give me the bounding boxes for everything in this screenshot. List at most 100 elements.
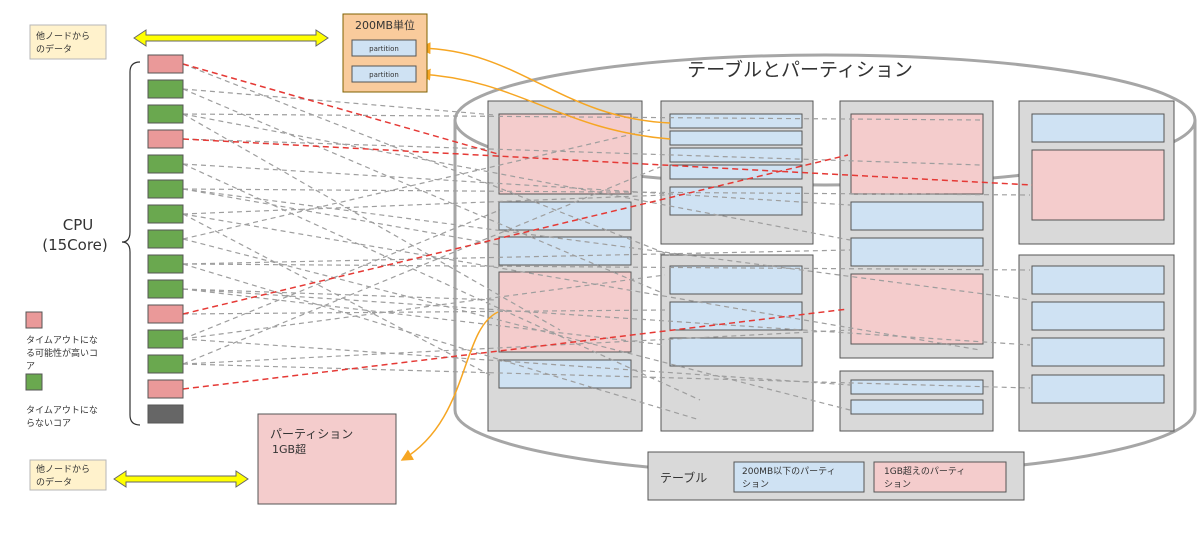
gray-connection-13 — [182, 263, 1031, 271]
note-top-line-2: のデータ — [36, 43, 72, 55]
small-partition-7-3 — [1031, 337, 1165, 367]
note-bottom-line-1: 他ノードから — [36, 463, 90, 475]
cpu-label: CPU — [63, 216, 94, 234]
cpu-core-10 — [147, 279, 184, 299]
orange-arrows — [400, 42, 671, 461]
other-node-note-top: 他ノードから のデータ — [29, 24, 107, 60]
large-partition-4-4 — [850, 273, 984, 345]
gray-connection-3 — [182, 113, 981, 121]
gray-connection-6 — [182, 163, 701, 401]
gray-connection-24 — [182, 263, 701, 421]
legend-left: タイムアウトにな る可能性が高いコ ア タイムアウトにな らないコア — [25, 311, 98, 429]
connection-lines — [182, 63, 1033, 421]
gray-connection-28 — [182, 288, 496, 301]
legend-bottom: テーブル 200MB以下のパーティ ション 1GB超えのパーティ ション — [647, 451, 1025, 501]
big-partition-box: パーティション 1GB超 — [257, 413, 397, 505]
small-partition-2-4 — [669, 164, 803, 180]
cpu-core-9 — [147, 254, 184, 274]
large-partition-1-1 — [498, 113, 632, 195]
table-title: テーブルとパーティション — [687, 58, 913, 81]
cpu-core-13 — [147, 354, 184, 374]
small-partition-4-3 — [850, 237, 984, 267]
gray-connection-26 — [182, 329, 851, 365]
unit-box-title: 200MB単位 — [355, 18, 415, 32]
gray-connection-22 — [182, 138, 981, 166]
gray-connection-18 — [182, 338, 851, 386]
big-partition-size: 1GB超 — [272, 442, 306, 456]
cpu-core-6 — [147, 179, 184, 199]
small-partition-1-5 — [498, 359, 632, 389]
unit-partition-1: partition — [369, 45, 399, 53]
small-partition-3-1 — [669, 265, 803, 295]
small-partition-7-1 — [1031, 265, 1165, 295]
cpu-cores — [147, 54, 184, 424]
red-connection-1 — [182, 63, 499, 155]
legend-timeout-line-1: タイムアウトにな — [26, 335, 98, 346]
small-partition-6-1 — [1031, 113, 1165, 143]
small-partition-7-2 — [1031, 301, 1165, 331]
small-partition-4-2 — [850, 201, 984, 231]
red-connection-2 — [182, 138, 1033, 186]
legend-small-line-2: ション — [742, 480, 769, 490]
gray-connection-29 — [182, 188, 1031, 196]
small-partition-5-1 — [850, 379, 984, 395]
small-partition-3-3 — [669, 337, 803, 367]
cpu-core-8 — [147, 229, 184, 249]
big-partition-title: パーティション — [270, 427, 353, 441]
unit-box: 200MB単位 partition partition — [342, 13, 428, 93]
small-partition-1-2 — [498, 201, 632, 231]
gray-connection-8 — [182, 188, 1031, 301]
arrow-partition-1 — [418, 42, 671, 124]
gray-connection-17 — [182, 209, 501, 340]
cpu-core-2 — [147, 79, 184, 99]
legend-large-line-1: 1GB超えのパーティ — [884, 465, 965, 477]
gray-connection-20 — [182, 363, 1031, 389]
legend-small-line-1: 200MB以下のパーティ — [742, 466, 836, 477]
small-partition-2-5 — [669, 186, 803, 216]
large-partition-1-4 — [498, 271, 632, 353]
cpu-core-7 — [147, 204, 184, 224]
gray-connection-19 — [182, 164, 666, 365]
cpu-core-count: (15Core) — [42, 236, 108, 254]
small-partition-7-4 — [1031, 374, 1165, 404]
other-node-note-bottom: 他ノードから のデータ — [29, 459, 107, 491]
gray-connection-16 — [182, 288, 1031, 346]
gray-connection-14 — [182, 249, 851, 265]
cpu-core-5 — [147, 154, 184, 174]
cpu-core-11 — [147, 304, 184, 324]
gray-connection-5 — [182, 163, 851, 206]
gray-connection-30 — [182, 274, 666, 340]
note-top-line-1: 他ノードから — [36, 30, 90, 42]
arrow-partition-2 — [418, 68, 671, 140]
small-partition-5-2 — [850, 399, 984, 415]
cpu-core-3 — [147, 104, 184, 124]
unit-partition-2: partition — [369, 71, 399, 79]
cpu-core-12 — [147, 329, 184, 349]
cpu-core-14 — [147, 379, 184, 399]
large-partition-4-1 — [850, 113, 984, 195]
gray-connection-11 — [182, 129, 651, 240]
legend-timeout-line-2: る可能性が高いコ — [26, 347, 98, 359]
cpu-core-15 — [147, 404, 184, 424]
arrow-big-partition — [400, 311, 499, 461]
note-bottom-line-2: のデータ — [36, 476, 72, 488]
legend-normal-line-2: らないコア — [26, 418, 71, 429]
cpu-core-1 — [147, 54, 184, 74]
small-partition-2-1 — [669, 113, 803, 129]
gray-connection-1 — [182, 88, 496, 116]
table-columns — [487, 100, 1175, 432]
red-connection-3 — [182, 154, 849, 315]
red-connection-4 — [182, 308, 849, 390]
legend-timeout-line-3: ア — [26, 362, 35, 372]
yellow-double-arrow-bottom — [113, 470, 249, 488]
legend-table-label: テーブル — [660, 470, 707, 485]
cpu-brace — [121, 61, 141, 426]
yellow-double-arrow-top — [133, 29, 329, 47]
gray-connection-12 — [182, 238, 851, 411]
legend-large-line-2: ション — [884, 480, 911, 490]
cpu-core-4 — [147, 129, 184, 149]
small-partition-2-2 — [669, 130, 803, 146]
legend-normal-line-1: タイムアウトにな — [26, 405, 98, 416]
large-partition-6-2 — [1031, 149, 1165, 221]
